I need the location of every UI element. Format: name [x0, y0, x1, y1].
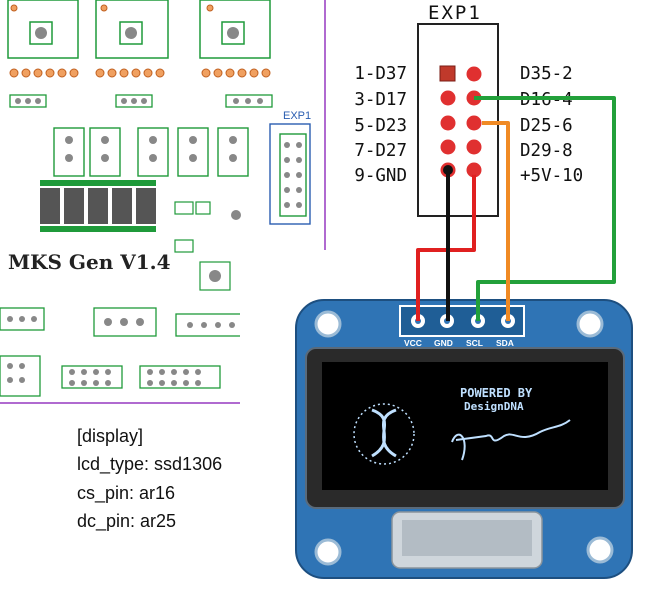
lower-header-pins	[7, 316, 235, 386]
board-title: MKS Gen V1.4	[8, 250, 171, 274]
terminal-blocks	[53, 127, 249, 177]
oled-pin-gnd-label: GND	[434, 338, 453, 348]
pin-label-right-2: D35-2	[520, 64, 573, 84]
stepper-pin-rows	[9, 4, 271, 78]
mosfets	[40, 188, 156, 224]
mount-hole-tr	[576, 310, 604, 338]
pin-label-left-3: 3-D17	[354, 90, 407, 110]
pin-label-left-5: 5-D23	[354, 116, 407, 136]
board-schematic	[0, 0, 330, 410]
board-exp1-outline	[269, 123, 311, 225]
exp1-pins	[439, 65, 482, 178]
oled-pin-vcc-label: VCC	[404, 338, 422, 348]
signature-graphic	[451, 419, 571, 461]
stepper-module-2	[95, 0, 169, 59]
oled-pin-sda-label: SDA	[496, 338, 514, 348]
config-lcd-type: lcd_type: ssd1306	[77, 454, 223, 474]
wires	[416, 96, 616, 321]
pin-label-right-8: D29-8	[520, 141, 573, 161]
config-cs-pin: cs_pin: ar16	[77, 483, 176, 503]
oled-screen	[322, 362, 608, 490]
oled-pin-scl-label: SCL	[466, 338, 483, 348]
pin-label-left-1: 1-D37	[354, 64, 407, 84]
screen-line-2: DesignDNA	[464, 400, 524, 413]
small-header-pins	[15, 98, 263, 104]
board-exp1-pins	[284, 142, 302, 208]
pin-label-left-7: 7-D27	[354, 141, 407, 161]
exp1-housing	[417, 23, 499, 217]
stepper-module-1	[7, 0, 79, 59]
mount-hole-br	[586, 536, 614, 564]
wire-scl	[474, 96, 616, 321]
board-image	[0, 0, 330, 410]
mount-hole-bl	[314, 538, 342, 566]
wire-sda	[482, 121, 510, 321]
config-section: [display]	[77, 426, 144, 446]
mosfet-pads	[40, 180, 156, 232]
pin-label-left-9: 9-GND	[354, 166, 407, 186]
board-exp1-label: EXP1	[283, 110, 312, 122]
small-parts	[174, 201, 231, 291]
pin-label-right-10: +5V-10	[520, 166, 584, 186]
screen-line-1: POWERED BY	[460, 386, 533, 400]
connector-title: EXP1	[428, 2, 482, 24]
dna-logo-icon	[353, 403, 415, 465]
terminal-screws	[65, 136, 237, 162]
small-headers	[9, 94, 273, 108]
config-dc-pin: dc_pin: ar25	[77, 511, 177, 531]
pin-label-right-6: D25-6	[520, 116, 573, 136]
mount-hole-tl	[314, 310, 342, 338]
